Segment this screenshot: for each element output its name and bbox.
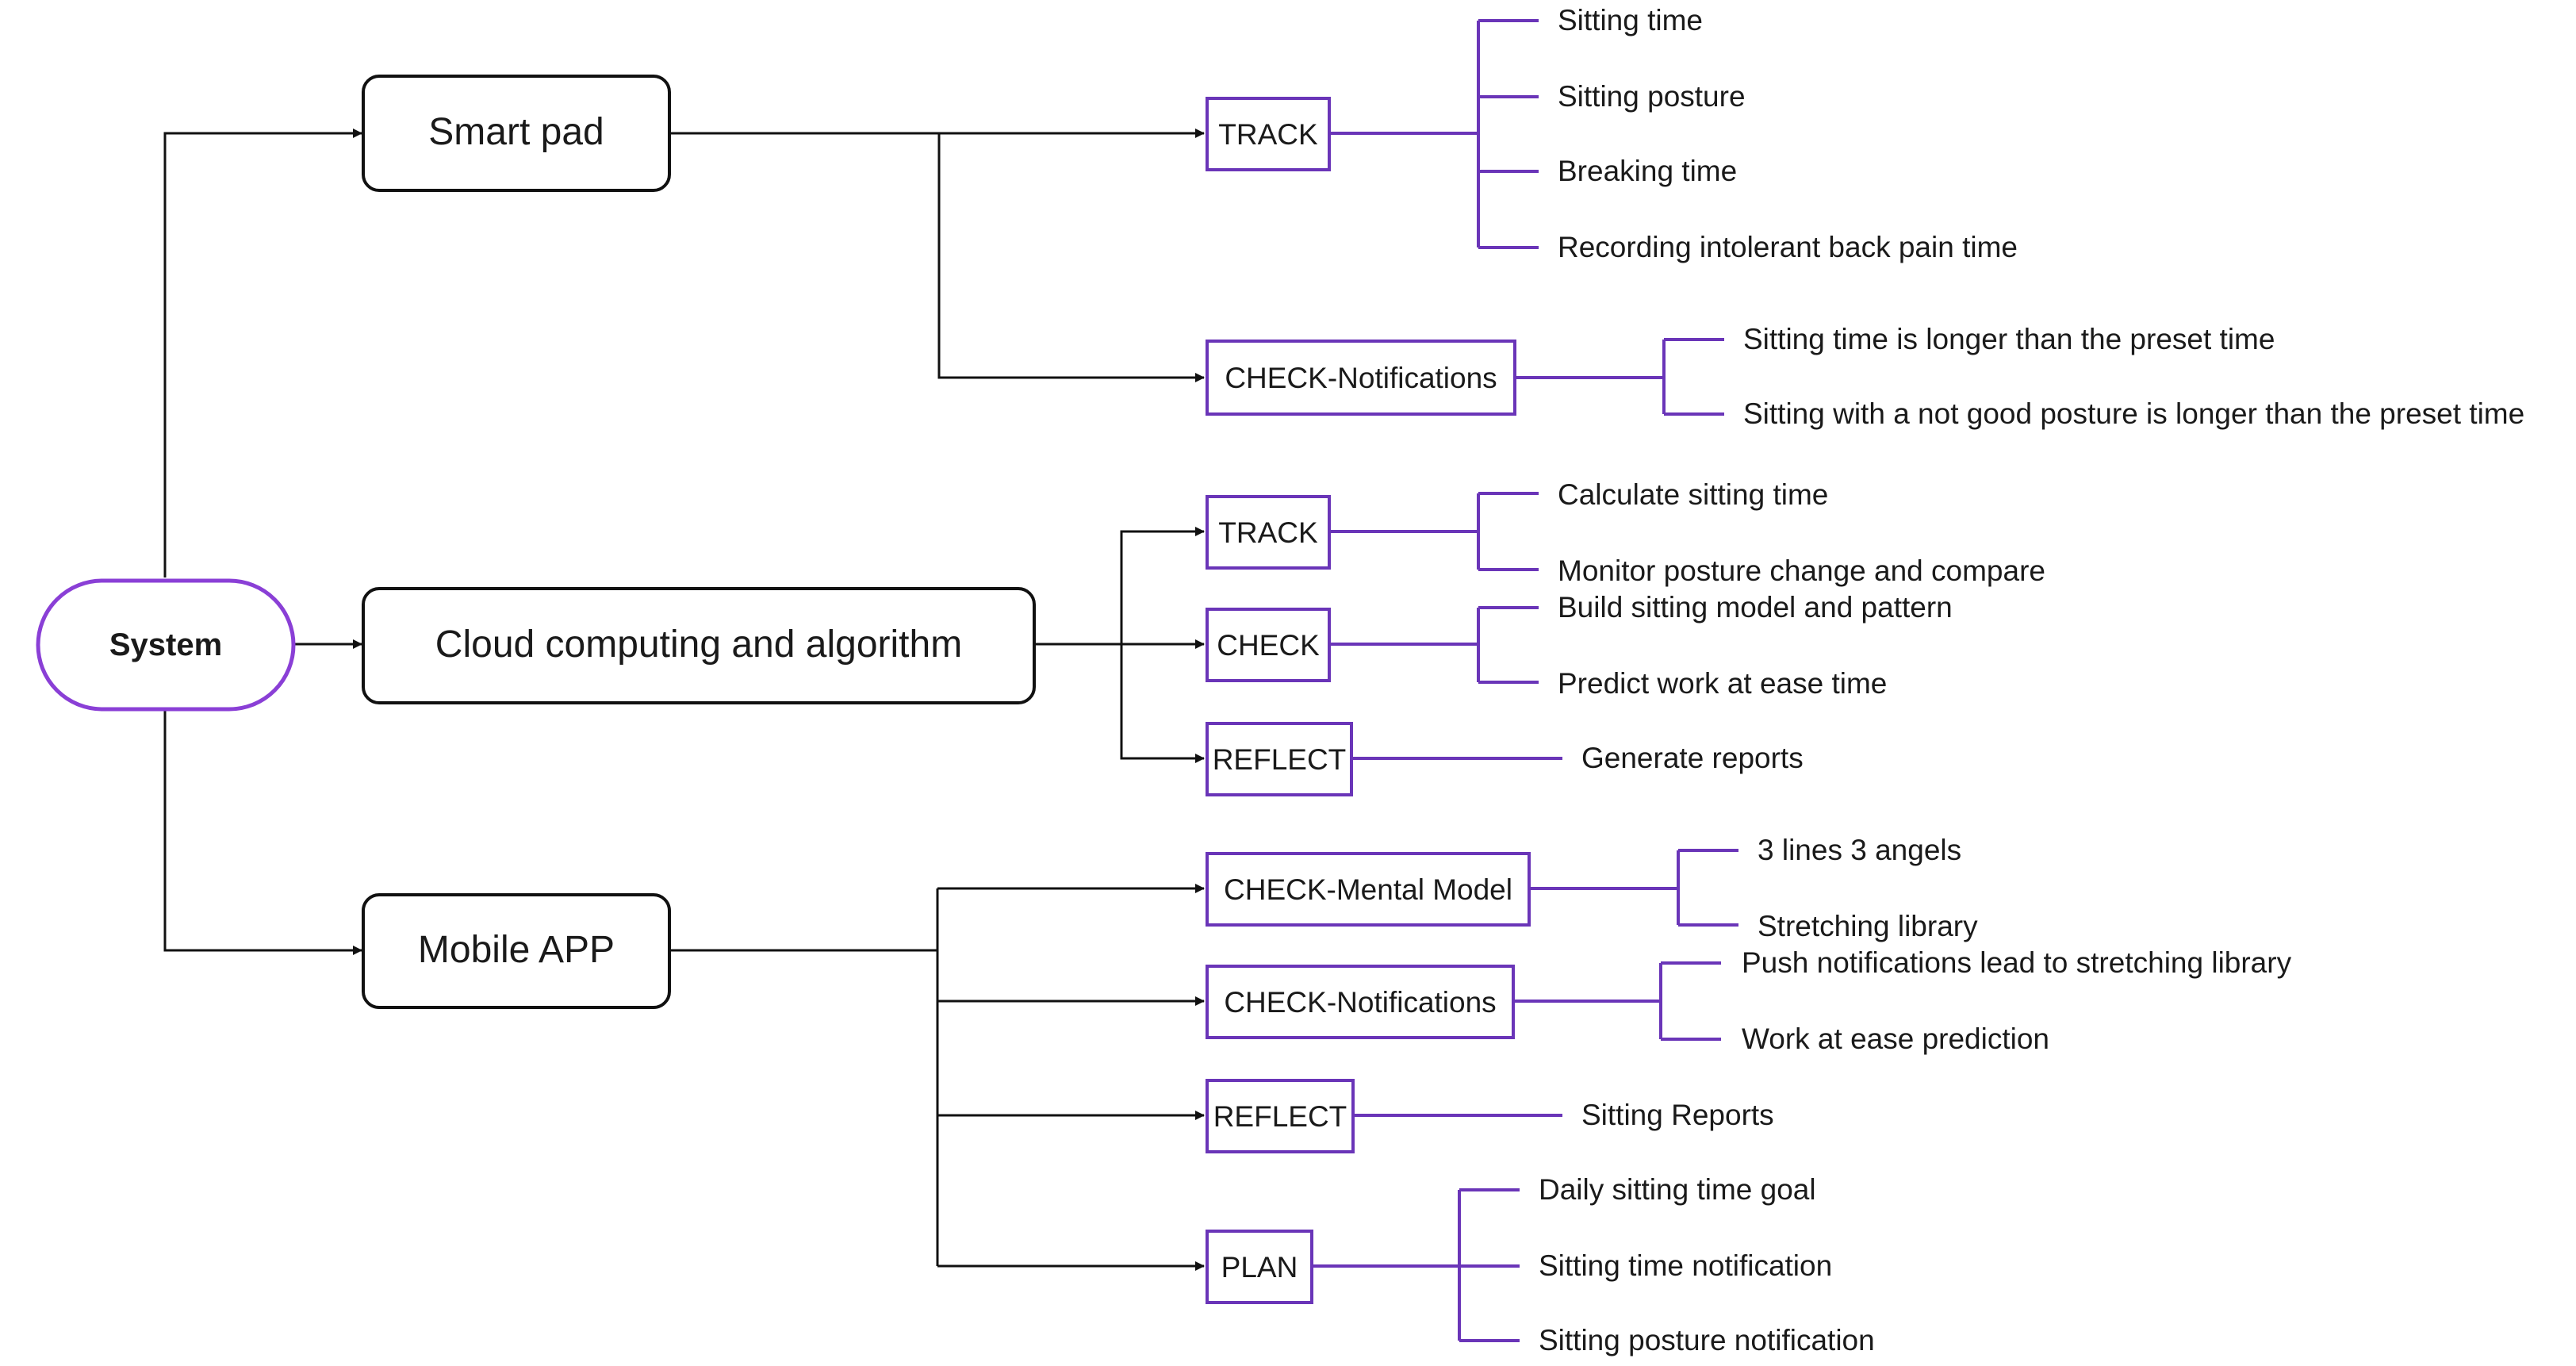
tag-label: TRACK [1218, 516, 1318, 549]
tag-mobile-checkmental: CHECK-Mental Model [1206, 852, 1531, 927]
leaf-label: Monitor posture change and compare [1558, 554, 2045, 587]
tag-box [1206, 1230, 1313, 1304]
bracket-mobile-checknotif [1513, 961, 1721, 1041]
leaf-label: Push notifications lead to stretching li… [1742, 946, 2292, 979]
cloud-connectors [1036, 527, 1205, 763]
leaf-label: Stretching library [1758, 910, 1978, 942]
leaf-label: Sitting time is longer than the preset t… [1743, 323, 2275, 355]
tag-box [1206, 1079, 1355, 1153]
bracket-smartpad-track [1329, 19, 1539, 249]
root-node-label: System [109, 627, 222, 662]
bracket-smartpad-check [1515, 338, 1724, 416]
tag-label: PLAN [1221, 1251, 1298, 1284]
cloud-node-box [362, 587, 1036, 704]
leaf-label: 3 lines 3 angels [1758, 834, 1961, 866]
tag-label: CHECK [1217, 629, 1320, 662]
tag-cloud-reflect: REFLECT [1206, 722, 1353, 796]
tag-label: REFLECT [1213, 743, 1347, 776]
leaf-label: Sitting posture [1558, 80, 1746, 113]
tag-label: CHECK-Mental Model [1224, 873, 1512, 906]
tag-smartpad-check: CHECK-Notifications [1206, 340, 1516, 416]
bracket-cloud-check [1329, 606, 1539, 684]
smartpad-node-label: Smart pad [428, 111, 604, 153]
smartpad-node: Smart pad [362, 75, 671, 192]
tag-mobile-plan: PLAN [1206, 1230, 1313, 1304]
tag-box [1206, 97, 1331, 171]
root-node: System [36, 578, 296, 712]
leaf-label: Sitting time notification [1539, 1249, 1832, 1282]
mobile-connectors [671, 884, 1205, 1271]
tag-cloud-check: CHECK [1206, 608, 1331, 682]
leaf-label: Predict work at ease time [1558, 667, 1887, 700]
purple-brackets [1312, 19, 1738, 1342]
mobile-node-label: Mobile APP [418, 929, 615, 971]
tag-label: CHECK-Notifications [1224, 986, 1496, 1019]
tag-box [1206, 608, 1331, 682]
bracket-mobile-plan [1312, 1188, 1520, 1342]
tag-label: REFLECT [1213, 1100, 1347, 1133]
leaf-label: Sitting posture notification [1539, 1324, 1875, 1356]
root-node-box [36, 578, 296, 712]
cloud-node: Cloud computing and algorithm [362, 587, 1036, 704]
mobile-node: Mobile APP [362, 893, 671, 1009]
leaf-label: Breaking time [1558, 155, 1737, 187]
tag-smartpad-track: TRACK [1206, 97, 1331, 171]
bracket-cloud-track [1329, 492, 1539, 571]
leaf-label: Sitting Reports [1581, 1099, 1774, 1131]
connector-system-smartpad [163, 129, 362, 577]
leaf-label: Daily sitting time goal [1539, 1173, 1816, 1206]
leaf-label: Build sitting model and pattern [1558, 591, 1953, 624]
root-connectors [163, 129, 362, 955]
leaf-label: Recording intolerant back pain time [1558, 231, 2018, 263]
smartpad-connectors [671, 129, 1205, 382]
connector-smartpad-check [937, 133, 1205, 382]
tag-label: TRACK [1218, 118, 1318, 151]
tag-mobile-reflect: REFLECT [1206, 1079, 1355, 1153]
leaf-label: Sitting time [1558, 4, 1703, 36]
tag-cloud-track: TRACK [1206, 495, 1331, 570]
leaf-label: Generate reports [1581, 742, 1804, 774]
connector-cloud-track [1120, 527, 1205, 644]
mobile-node-box [362, 893, 671, 1009]
tag-box [1206, 495, 1331, 570]
tag-box [1206, 722, 1353, 796]
tag-box [1206, 852, 1531, 927]
connector-system-mobile [163, 711, 362, 955]
leaf-labels: Sitting time Sitting posture Breaking ti… [1539, 4, 2524, 1356]
tag-box [1206, 965, 1515, 1039]
tag-label: CHECK-Notifications [1225, 362, 1497, 394]
smartpad-node-box [362, 75, 671, 192]
leaf-label: Work at ease prediction [1742, 1023, 2049, 1055]
tag-box [1206, 340, 1516, 416]
leaf-label: Calculate sitting time [1558, 478, 1828, 511]
bracket-mobile-checkmental [1529, 849, 1738, 927]
cloud-node-label: Cloud computing and algorithm [435, 624, 962, 666]
tag-mobile-checknotif: CHECK-Notifications [1206, 965, 1515, 1039]
connector-cloud-reflect [1120, 644, 1205, 763]
leaf-label: Sitting with a not good posture is longe… [1743, 397, 2524, 430]
